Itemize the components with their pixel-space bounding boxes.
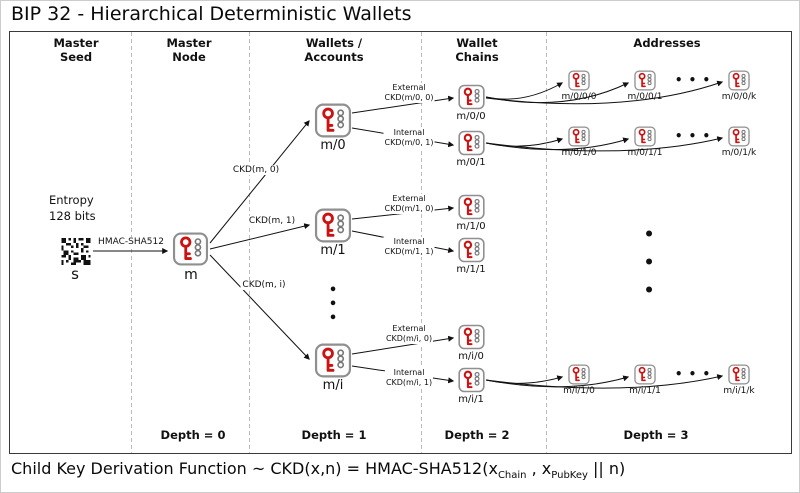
master-seed-qr-icon [61,238,91,265]
addresses-ellipsis-horizontal: • • • [674,73,712,87]
ckd-edge-label-i: CKD(m, i) [240,280,288,290]
address-key-icon [634,364,656,385]
wallet-key-icon-m1 [314,208,352,243]
page-title: BIP 32 - Hierarchical Deterministic Wall… [11,3,412,25]
address-label: m/0/1/0 [561,148,597,158]
chain-key-icon-m00 [458,84,485,110]
formula-prefix: Child Key Derivation Function ~ CKD(x,n)… [11,459,498,478]
arrow-m-to-m0 [209,120,310,244]
depth-label-0: Depth = 0 [160,428,226,442]
address-key-icon [728,126,750,147]
column-header-master-seed: Master Seed [53,36,99,65]
chain-key-icon-m11 [458,237,485,263]
address-label: m/i/1/1 [629,386,661,396]
master-node-label: m [184,267,198,283]
hmac-sha512-label: HMAC-SHA512 [96,237,166,247]
addresses-ellipsis-vertical: • • • [643,225,655,301]
arrow-m00-to-addr0 [485,82,564,100]
depth-label-3: Depth = 3 [623,428,689,442]
wallet-label-mi: m/i [322,378,344,393]
chain-key-icon-mi1 [458,367,485,393]
address-label: m/0/0/k [721,92,757,102]
address-key-icon [568,126,590,147]
arrow-mi1-to-addrk [485,374,724,389]
chain-label-mi0: m/i/0 [458,351,484,362]
chain-label-m01: m/0/1 [456,157,486,168]
column-header-master-node: Master Node [166,36,212,65]
ckd-edge-label-1: CKD(m, 1) [246,216,298,226]
wallet-key-icon-m0 [314,103,352,138]
address-key-icon [568,70,590,91]
chain-key-icon-m01 [458,130,485,156]
column-header-wallet-chains: Wallet Chains [455,36,499,65]
formula-mid: , x [526,459,552,478]
arrow-m00-to-addrk [485,80,724,105]
formula-sub-chain: Chain [497,470,527,482]
chain-edge-label-m1-internal: Internal CKD(m/1, 1) [383,237,435,257]
chain-label-mi1: m/i/1 [458,394,484,405]
arrow-m-to-mi [209,254,310,360]
column-header-addresses: Addresses [633,36,701,50]
address-label: m/0/0/1 [627,92,663,102]
arrows [93,80,724,389]
arrow-m0-to-m00 [351,95,455,114]
master-node-key-icon [172,232,209,266]
chain-label-m00: m/0/0 [456,111,486,122]
ckd-formula: Child Key Derivation Function ~ CKD(x,n)… [11,459,625,481]
depth-label-1: Depth = 1 [301,428,367,442]
depth-label-2: Depth = 2 [444,428,510,442]
address-label: m/0/1/k [721,148,757,158]
chain-edge-label-mi-internal: Internal CKD(m/i, 1) [384,368,434,388]
chain-edge-label-m0-external: External CKD(m/0, 0) [383,83,435,103]
addresses-ellipsis-horizontal: • • • [674,129,712,143]
address-key-icon [634,126,656,147]
wallet-label-m0: m/0 [320,138,346,153]
chain-edge-label-m0-internal: Internal CKD(m/0, 1) [383,128,435,148]
entropy-label: Entropy 128 bits [49,193,96,223]
address-label: m/0/1/1 [627,148,663,158]
chain-label-m10: m/1/0 [456,221,486,232]
wallet-label-m1: m/1 [320,243,346,258]
diagram-frame [9,31,792,454]
address-label: m/i/1/k [723,386,755,396]
formula-sub-pubkey: PubKey [551,470,588,482]
address-label: m/i/1/0 [563,386,595,396]
chain-edge-label-m1-external: External CKD(m/1, 0) [383,194,435,214]
chain-key-icon-mi0 [458,324,485,350]
wallets-ellipsis-vertical: • • • [328,283,338,326]
chain-edge-label-mi-external: External CKD(m/i, 0) [384,324,434,344]
formula-suffix: || n) [587,459,626,478]
chain-label-m11: m/1/1 [456,264,486,275]
arrow-m01-to-addrk [485,136,724,152]
ckd-edge-label-0: CKD(m, 0) [230,165,282,175]
arrow-mi-to-mi0 [351,335,455,355]
chain-key-icon-m10 [458,194,485,220]
addresses-ellipsis-horizontal: • • • [674,367,712,381]
seed-label: s [71,265,79,283]
address-key-icon [634,70,656,91]
address-key-icon [568,364,590,385]
address-key-icon [728,364,750,385]
arrow-m-to-m1 [209,223,311,250]
wallet-key-icon-mi [314,343,352,378]
address-key-icon [728,70,750,91]
column-header-wallets: Wallets / Accounts [304,36,364,65]
address-label: m/0/0/0 [561,92,597,102]
